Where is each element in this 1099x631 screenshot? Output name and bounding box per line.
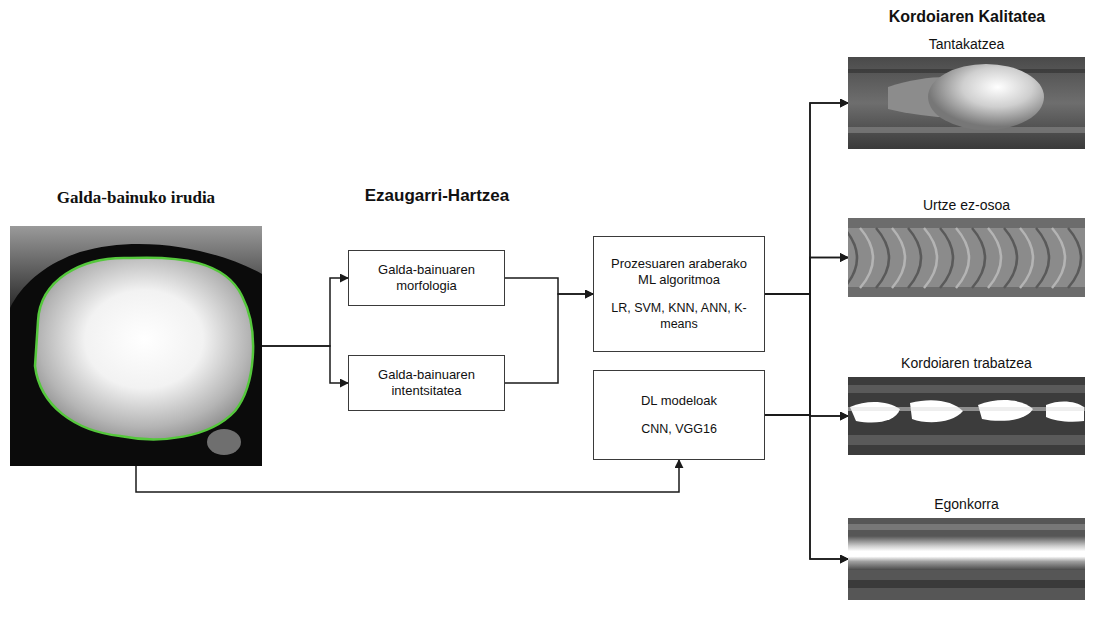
flow-arrow (765, 258, 848, 295)
image-heading: Tantakatzea (818, 35, 1099, 53)
box-title: Prozesuaren araberako ML algoritmoa (602, 256, 756, 288)
bead-image (848, 57, 1085, 149)
model-box: Prozesuaren araberako ML algoritmoaLR, S… (593, 236, 765, 352)
bead-image (848, 377, 1085, 455)
flow-arrow (765, 258, 848, 416)
box-title: Galda-bainuaren intentsitatea (357, 367, 496, 399)
model-box: DL modeloakCNN, VGG16 (593, 370, 765, 460)
image-heading: Urtze ez-osoa (818, 196, 1099, 214)
bead-quality-node: Urtze ez-osoa (848, 218, 1085, 297)
bead-image (848, 218, 1085, 297)
flow-arrow (765, 103, 848, 294)
image-heading: Egonkorra (818, 495, 1099, 513)
box-detail: CNN, VGG16 (641, 421, 717, 437)
flow-arrow (765, 103, 848, 415)
box-title: Galda-bainuaren morfologia (357, 262, 496, 294)
column-heading: Ezaugarri-Hartzea (365, 186, 510, 206)
process-box: Galda-bainuaren morfologia (348, 250, 505, 306)
column-heading: Kordoiaren Kalitatea (889, 8, 1045, 26)
flow-arrow (505, 294, 593, 383)
flow-arrow (505, 278, 593, 294)
flow-arrow (765, 294, 848, 559)
flow-arrow (765, 415, 848, 559)
box-detail: LR, SVM, KNN, ANN, K-means (602, 300, 756, 332)
flow-arrow (262, 278, 348, 346)
bead-quality-node: Egonkorra (848, 518, 1085, 600)
image-heading: Galda-bainuko irudia (0, 187, 292, 208)
flow-arrow (262, 346, 348, 383)
image-heading: Kordoiaren trabatzea (818, 354, 1099, 372)
flow-arrow (765, 294, 848, 416)
melt-pool-image-node: Galda-bainuko irudia (10, 226, 262, 466)
box-title: DL modeloak (641, 393, 717, 409)
bead-quality-node: Tantakatzea (848, 57, 1085, 149)
process-box: Galda-bainuaren intentsitatea (348, 355, 505, 411)
bead-quality-node: Kordoiaren trabatzea (848, 377, 1085, 455)
melt-pool-image (10, 226, 262, 466)
bead-image (848, 518, 1085, 600)
